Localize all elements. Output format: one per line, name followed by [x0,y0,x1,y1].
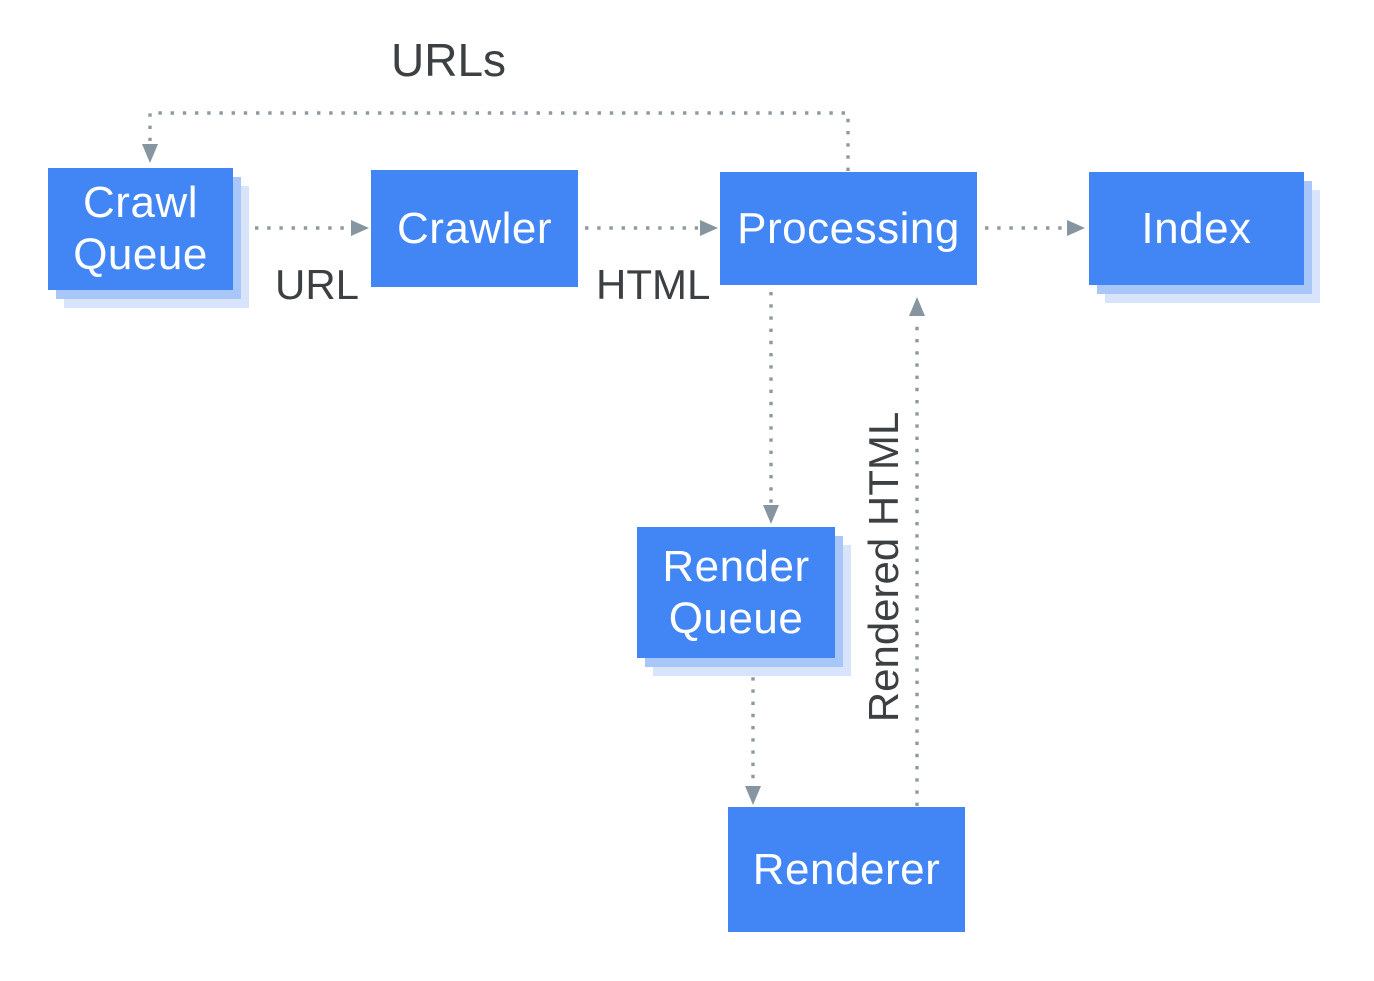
edge-label-rendered-html: Rendered HTML [860,411,907,723]
node-crawler-label: Crawler [396,203,553,253]
node-index: Index [1089,172,1304,285]
arrowhead-into-processing-bottom [909,297,925,316]
node-index-label: Index [1141,203,1252,253]
node-render-queue-label: Render Queue [662,541,810,643]
edge-label-url: URL [275,261,360,308]
node-processing: Processing [720,172,977,285]
node-crawl-queue-label: Crawl Queue [73,178,208,279]
arrowhead-into-renderer [745,786,761,805]
node-renderer: Renderer [728,807,965,932]
edge-label-html: HTML [596,261,711,308]
edge-processing-to-crawl-queue [148,111,850,171]
arrowhead-into-index [1067,220,1085,236]
node-renderer-label: Renderer [752,844,941,894]
node-processing-label: Processing [737,203,960,253]
node-crawler: Crawler [371,170,578,287]
node-render-queue: Render Queue [637,527,835,658]
node-crawl-queue: Crawl Queue [48,168,233,290]
arrowhead-into-crawler [351,220,369,236]
edge-label-urls: URLs [391,34,507,86]
arrowhead-into-render-queue [763,505,779,524]
arrowhead-into-crawl-queue [142,144,158,163]
arrowhead-into-processing-left [700,220,718,236]
